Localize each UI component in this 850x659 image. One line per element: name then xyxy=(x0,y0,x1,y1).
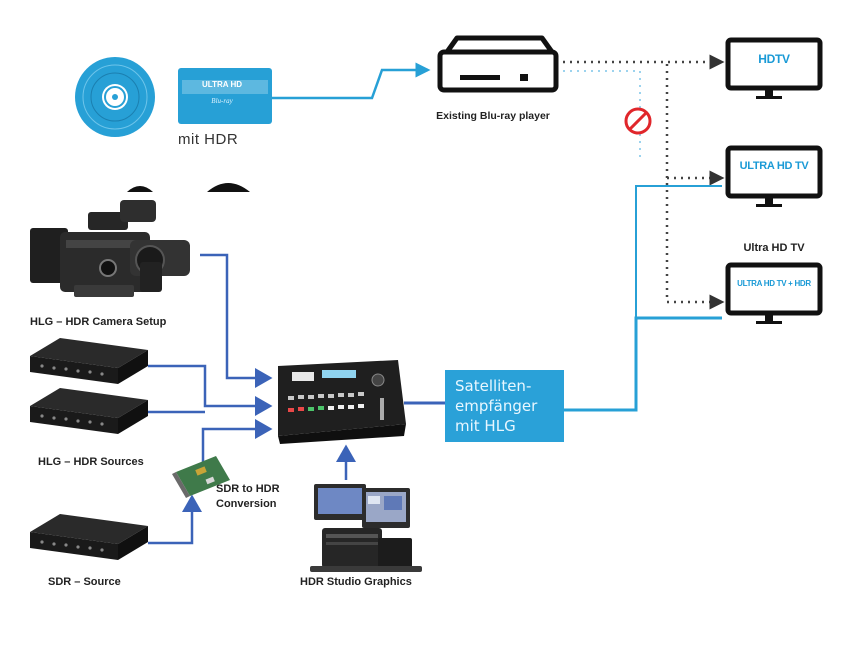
link-sdr-to-conversion xyxy=(148,494,202,545)
link-disc-to-player xyxy=(272,62,431,100)
source-box-icon xyxy=(30,514,148,560)
satellite-receiver-box xyxy=(445,370,564,442)
ultra-hd-tv-caption: Ultra HD TV xyxy=(743,242,805,254)
connections xyxy=(148,54,725,545)
link-source1-to-switcher xyxy=(148,364,273,416)
production-switcher-icon xyxy=(278,360,406,444)
no-entry-icon xyxy=(624,107,652,135)
cropped-shapes xyxy=(127,183,250,192)
ultra-hd-tv-hdr-screen-text: ULTRA HD TV + HDR xyxy=(737,279,811,288)
monitor-icon xyxy=(725,145,823,207)
monitor-icon xyxy=(725,262,823,324)
studio-graphics-label: HDR Studio Graphics xyxy=(300,576,412,588)
source-box-icon xyxy=(30,338,148,384)
mit-hdr-label: mit HDR xyxy=(178,131,239,148)
workstation-icon xyxy=(310,484,422,572)
bluray-player-label: Existing Blu-ray player xyxy=(436,110,550,122)
ultra-hd-logo-text: ULTRA HD xyxy=(202,80,242,89)
satellite-receiver-label: Satelliten-empfänger mit HLG xyxy=(455,377,538,435)
source-box-icon xyxy=(30,388,148,434)
bluray-player-icon xyxy=(437,35,559,93)
monitor-icon xyxy=(725,37,823,99)
sdr-source-label: SDR – Source xyxy=(48,576,121,588)
hdtv-screen-text: HDTV xyxy=(758,52,790,66)
blu-ray-disc-icon xyxy=(75,57,155,137)
bluray-logo-subtext: Blu-ray xyxy=(211,97,233,105)
link-camera-to-switcher xyxy=(200,253,273,388)
link-conversion-to-switcher xyxy=(201,419,273,462)
sdr-conversion-label-line1: SDR to HDR xyxy=(216,483,280,495)
hdr-sources-label: HLG – HDR Sources xyxy=(38,456,144,468)
sdr-conversion-label-line2: Conversion xyxy=(216,498,277,510)
link-player-faded xyxy=(556,70,641,160)
ultra-hd-bluray-logo xyxy=(178,68,272,124)
link-sat-to-uhd-tv xyxy=(635,185,722,318)
camera-label: HLG – HDR Camera Setup xyxy=(30,316,167,328)
conversion-card-icon xyxy=(172,456,230,498)
camera-icon xyxy=(30,200,190,297)
ultra-hd-tv-screen-text: ULTRA HD TV xyxy=(739,160,809,172)
link-sat-to-hdr-tv xyxy=(564,316,722,412)
